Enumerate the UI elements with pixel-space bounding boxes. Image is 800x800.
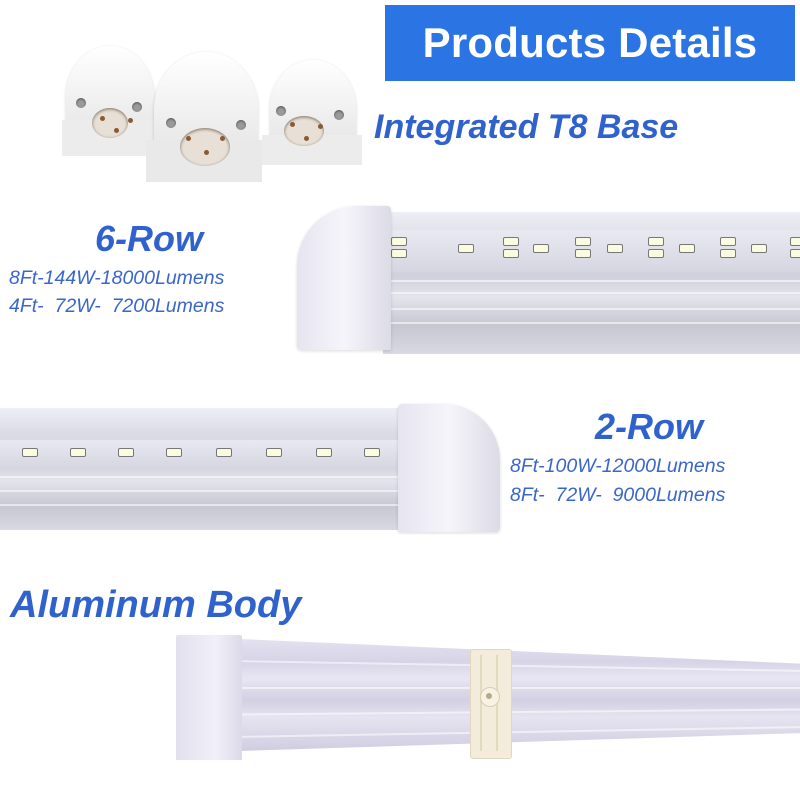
six-row-heading: 6-Row [95,218,203,259]
two-row-heading: 2-Row [595,406,703,447]
two-row-spec-1: 8Ft-100W-12000Lumens [510,455,726,477]
six-row-spec-2: 4Ft- 72W- 7200Lumens [9,295,225,317]
six-row-tube-image [293,200,800,355]
products-details-banner: Products Details [385,5,795,81]
six-row-spec-1: 8Ft-144W-18000Lumens [9,267,225,289]
end-caps-image [62,40,362,190]
integrated-t8-base-heading: Integrated T8 Base [374,108,679,146]
aluminum-tube-image [170,625,800,760]
two-row-spec-2: 8Ft- 72W- 9000Lumens [510,484,726,506]
aluminum-body-heading: Aluminum Body [10,584,302,626]
two-row-tube-image [0,400,505,535]
banner-title: Products Details [422,19,758,66]
